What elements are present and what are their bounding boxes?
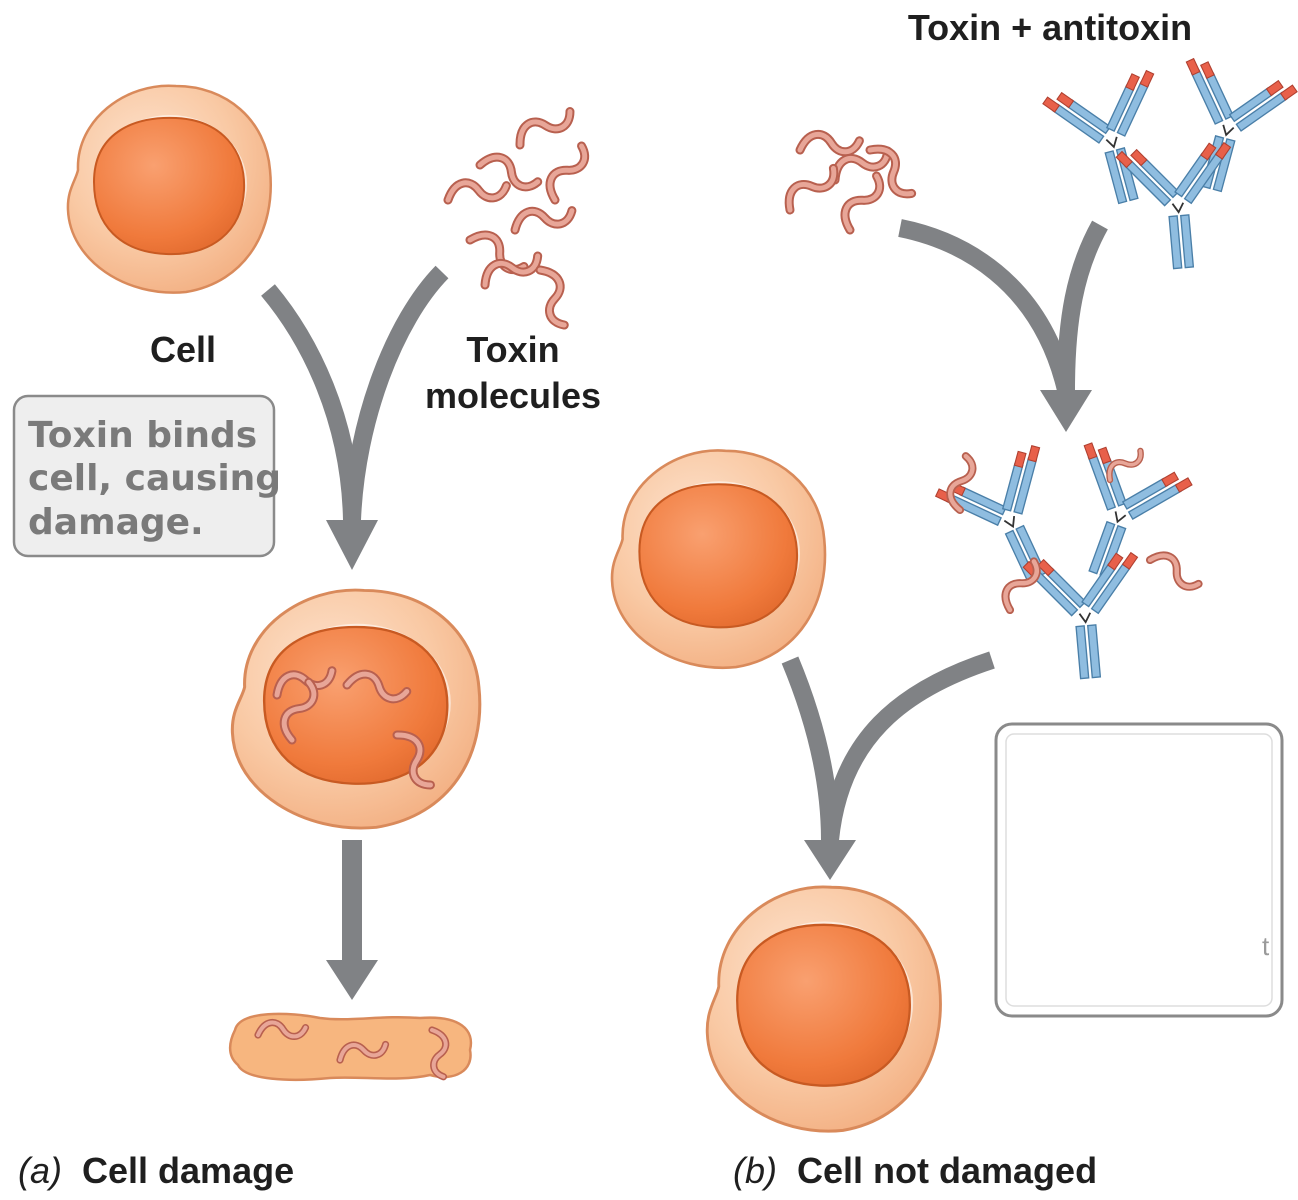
panel-b: Toxin + antitoxin xyxy=(612,7,1298,1191)
down-arrow-a xyxy=(326,840,378,1000)
note-box-a: Toxin binds cell, causing damage. xyxy=(12,394,281,558)
note-line-2: cell, causing xyxy=(28,458,281,499)
caption-b: (b) Cell not damaged xyxy=(733,1150,1097,1191)
note-line-1: Toxin binds xyxy=(28,415,257,456)
caption-a: (a) Cell damage xyxy=(18,1150,294,1191)
lysed-cell xyxy=(228,1012,473,1080)
note-line-3: damage. xyxy=(28,502,204,543)
cell-healthy-middle xyxy=(612,450,825,667)
caption-b-title: Cell not damaged xyxy=(797,1150,1097,1191)
note-box-b: t xyxy=(994,722,1284,1018)
toxin-molecules-cluster xyxy=(446,103,590,329)
note-box-b-mark: t xyxy=(1262,931,1270,961)
caption-a-title: Cell damage xyxy=(82,1150,294,1191)
toxin-molecules-label-line1: Toxin xyxy=(466,329,559,370)
toxin-molecules-b xyxy=(781,131,919,233)
neutralized-toxin-complexes xyxy=(929,432,1203,684)
toxin-antitoxin-header: Toxin + antitoxin xyxy=(908,7,1192,48)
cell-healthy-bottom xyxy=(707,887,940,1131)
antitoxin-antibodies-top xyxy=(1038,48,1298,274)
merge-arrow-b-bottom xyxy=(781,651,995,880)
cell-label: Cell xyxy=(150,329,216,370)
toxin-molecules-label-line2: molecules xyxy=(425,375,601,416)
cell-healthy-top xyxy=(68,86,271,293)
caption-b-prefix: (b) xyxy=(733,1150,777,1191)
merge-arrow-b-top xyxy=(898,219,1108,432)
panel-a: Cell Toxin molecules Toxin binds cell, c… xyxy=(12,86,601,1191)
caption-a-prefix: (a) xyxy=(18,1150,62,1191)
merge-arrow-a xyxy=(261,265,449,570)
cell-with-bound-toxins xyxy=(232,590,479,828)
